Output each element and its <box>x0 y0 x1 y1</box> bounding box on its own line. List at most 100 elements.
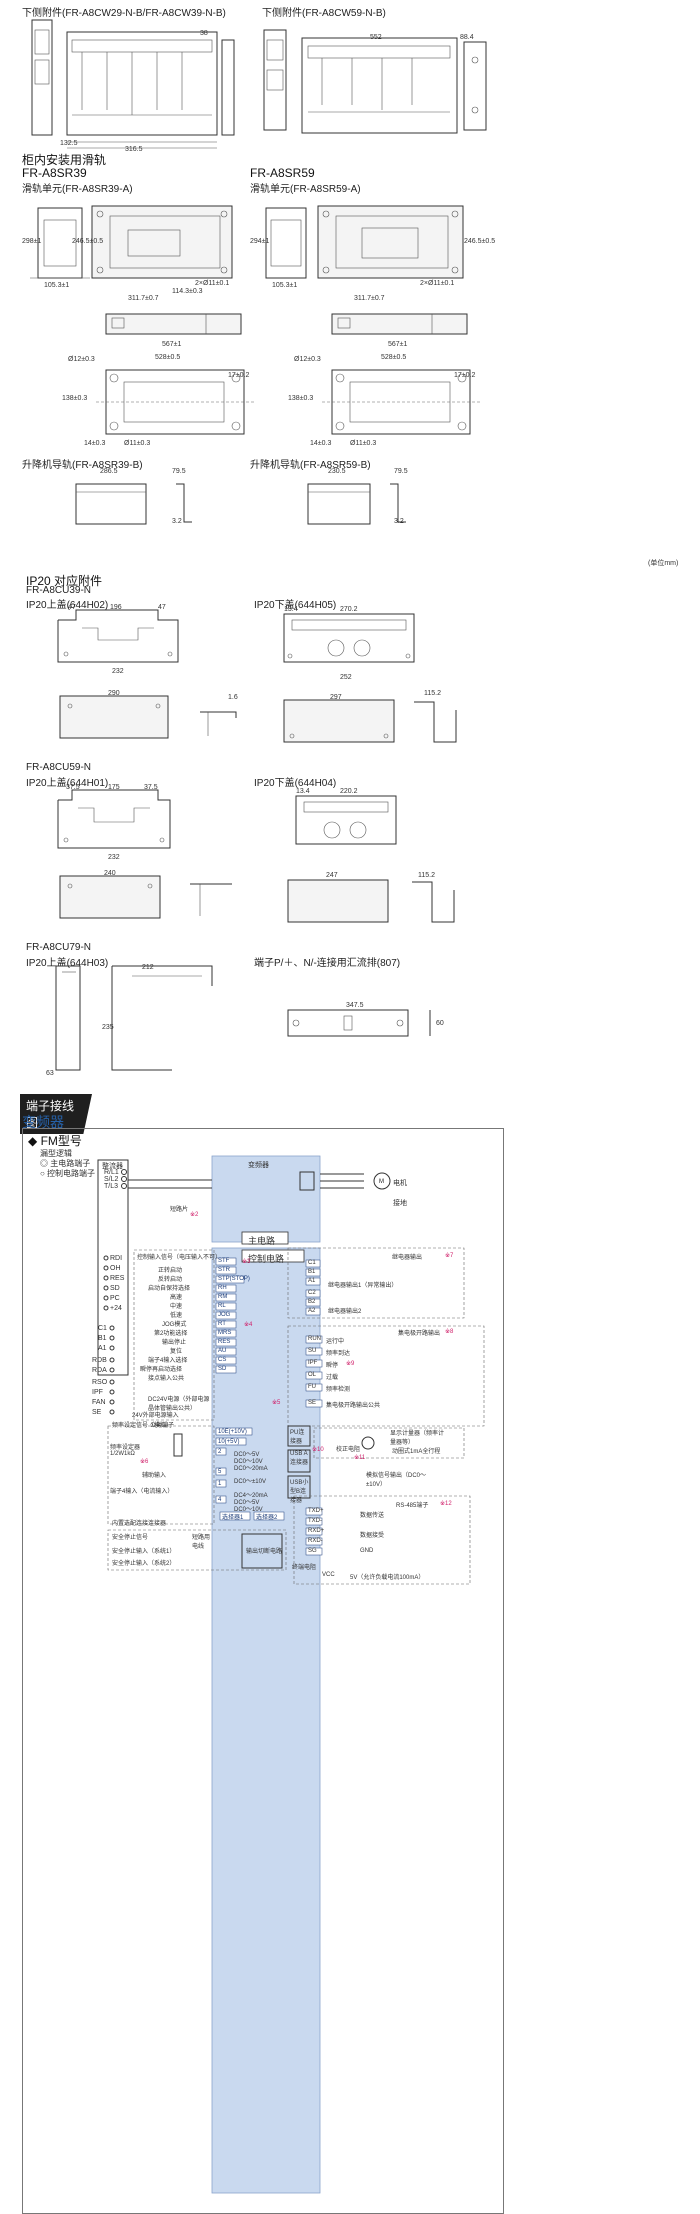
left-terminal: PC <box>110 1295 120 1302</box>
left-terminal: RDB <box>92 1357 107 1364</box>
dim-label: 60 <box>436 1020 444 1027</box>
safety-title: 安全停止信号 <box>112 1535 149 1541</box>
left-terminal: RDA <box>92 1367 107 1374</box>
dim-label: Ø11±0.3 <box>124 440 151 447</box>
comm-term: TXD+ <box>308 1508 324 1514</box>
relay1-label: 继电器输出1（异常输出） <box>328 1283 398 1289</box>
freq-term: 4 <box>218 1497 222 1503</box>
dim-label: 297 <box>330 694 342 701</box>
rail-left-plan-view <box>96 369 254 435</box>
inverter-control-panel <box>211 1247 321 2194</box>
relay-term: B1 <box>308 1269 316 1275</box>
ctrl-code: STP(STOP) <box>218 1276 250 1282</box>
t4-input: 端子4输入（电流输入） <box>110 1489 174 1495</box>
legend-red-note: ※8 <box>445 1328 453 1335</box>
dc24-input: 24V外部电源输入 <box>132 1413 179 1419</box>
built-in-option: 内置选配连接连接器 <box>112 1521 167 1527</box>
rs485-terminals <box>305 1507 323 1556</box>
range: DC0～20mA <box>234 1466 268 1472</box>
cu79-top-cover-drawing <box>55 965 213 1071</box>
cu39-top-cover-side <box>59 695 237 739</box>
oc-term: IPF <box>308 1360 318 1366</box>
ctrl-input: 输出停止 <box>162 1340 187 1346</box>
dim-label: 298±1 <box>22 238 42 245</box>
dim-label: Ø12±0.3 <box>68 356 95 363</box>
cu79-model: FR-A8CU79-N <box>26 942 92 953</box>
left-terminal: RES <box>110 1275 125 1282</box>
dim-label: 270.2 <box>340 606 358 613</box>
comm-term: RXD+ <box>308 1528 325 1534</box>
ctrl-input: 反转启动 <box>158 1277 183 1283</box>
dim-label: 1.6 <box>228 694 238 701</box>
dim-label: 235 <box>102 1024 114 1031</box>
comm-term: SG <box>308 1548 317 1554</box>
dim-label: 2×Ø11±0.1 <box>195 280 230 287</box>
safety-input-1: 安全停止输入（系统1） <box>112 1549 176 1555</box>
legend-red-note: ※6 <box>140 1458 148 1465</box>
note-mark: ※10 <box>312 1447 324 1453</box>
dim-label: 14±0.3 <box>310 440 332 447</box>
dim-label: 286.5 <box>100 468 118 475</box>
dim-label: 13.4 <box>284 606 298 613</box>
wiring-diagram: M <box>97 1155 485 2194</box>
dim-label: 232 <box>112 668 124 675</box>
ctrl-code: SD <box>218 1366 227 1372</box>
dim-label: 14±0.3 <box>84 440 106 447</box>
dim-label: 47 <box>158 604 166 611</box>
dim-label: 212 <box>142 964 154 971</box>
ctrl-code: RL <box>218 1303 226 1309</box>
dim-label: 294±1 <box>250 238 270 245</box>
ctrl-code: RT <box>218 1321 226 1327</box>
dim-label: Ø12±0.3 <box>294 356 321 363</box>
dim-label: 105.3±1 <box>44 282 70 289</box>
ctrl-code: MRS <box>218 1330 232 1336</box>
legend-red-note: ※12 <box>440 1500 452 1507</box>
dim-label: 220.2 <box>340 788 358 795</box>
section-bar-label: 端子接线图 <box>26 1099 75 1130</box>
ctrl-input: 接点输入公共 <box>148 1376 185 1382</box>
vcc-label: VCC <box>322 1572 335 1578</box>
relay-term: C1 <box>308 1260 316 1266</box>
note-mark: ※9 <box>346 1361 355 1367</box>
oc-desc: 频率到达 <box>326 1351 351 1357</box>
guide-right-caption: 升降机导轨(FR-A8SR59-B) <box>250 460 371 471</box>
legend-control-terminal: ○ 控制电路端子 <box>40 1169 96 1178</box>
relay-term: A2 <box>308 1308 316 1314</box>
calib-label: 校正电阻 <box>336 1447 361 1453</box>
gnd-label: GND <box>360 1548 374 1554</box>
unit-note: (单位mm) <box>648 560 679 567</box>
cu59-top-caption: IP20上盖(644H01) <box>26 778 109 789</box>
ctrl-input: 复位 <box>170 1349 183 1355</box>
dim-label: Ø11±0.3 <box>350 440 377 447</box>
lower-attachment-left-drawing <box>31 19 235 149</box>
dim-label: 132.5 <box>60 140 78 147</box>
freq-term: 10E(+10V) <box>218 1429 247 1435</box>
analog-out-label: 模拟信号输出（DC0～±10V） <box>366 1473 427 1488</box>
range: DC0～10V <box>234 1459 263 1465</box>
dim-label: 347.5 <box>346 1002 364 1009</box>
dim-label: 230.5 <box>328 468 346 475</box>
oc-term: SE <box>308 1400 317 1406</box>
legend-red-note: ※4 <box>244 1321 252 1328</box>
note-mark: ※2 <box>190 1212 199 1218</box>
note-mark: ※11 <box>354 1455 366 1461</box>
motor-label: 电机 <box>393 1180 407 1187</box>
inverter-box-label: 变频器 <box>248 1162 269 1169</box>
dim-label: 252 <box>340 674 352 681</box>
lower-attachment-right-caption: 下侧附件(FR-A8CW59-N-B) <box>262 8 386 19</box>
relay-term: A1 <box>308 1278 316 1284</box>
cu59-bottom-cover-plan <box>295 795 397 845</box>
left-terminal: OH <box>110 1265 121 1272</box>
ctrl-input: 低速 <box>170 1313 183 1319</box>
dim-label: 105.3±1 <box>272 282 298 289</box>
oc-desc: 集电极开路输出公共 <box>326 1403 381 1409</box>
dim-label: 79.5 <box>394 468 408 475</box>
ctrl-input: 启动自保持选择 <box>148 1286 191 1292</box>
short-wire: 短路用电线 <box>192 1535 211 1550</box>
relay-term: C2 <box>308 1290 316 1296</box>
dim-label: 88.4 <box>460 34 474 41</box>
inverter-main-panel <box>211 1155 321 1243</box>
freq-term: 1 <box>218 1481 222 1487</box>
dim-label: 552 <box>370 34 382 41</box>
dim-label: 47 <box>68 604 76 611</box>
